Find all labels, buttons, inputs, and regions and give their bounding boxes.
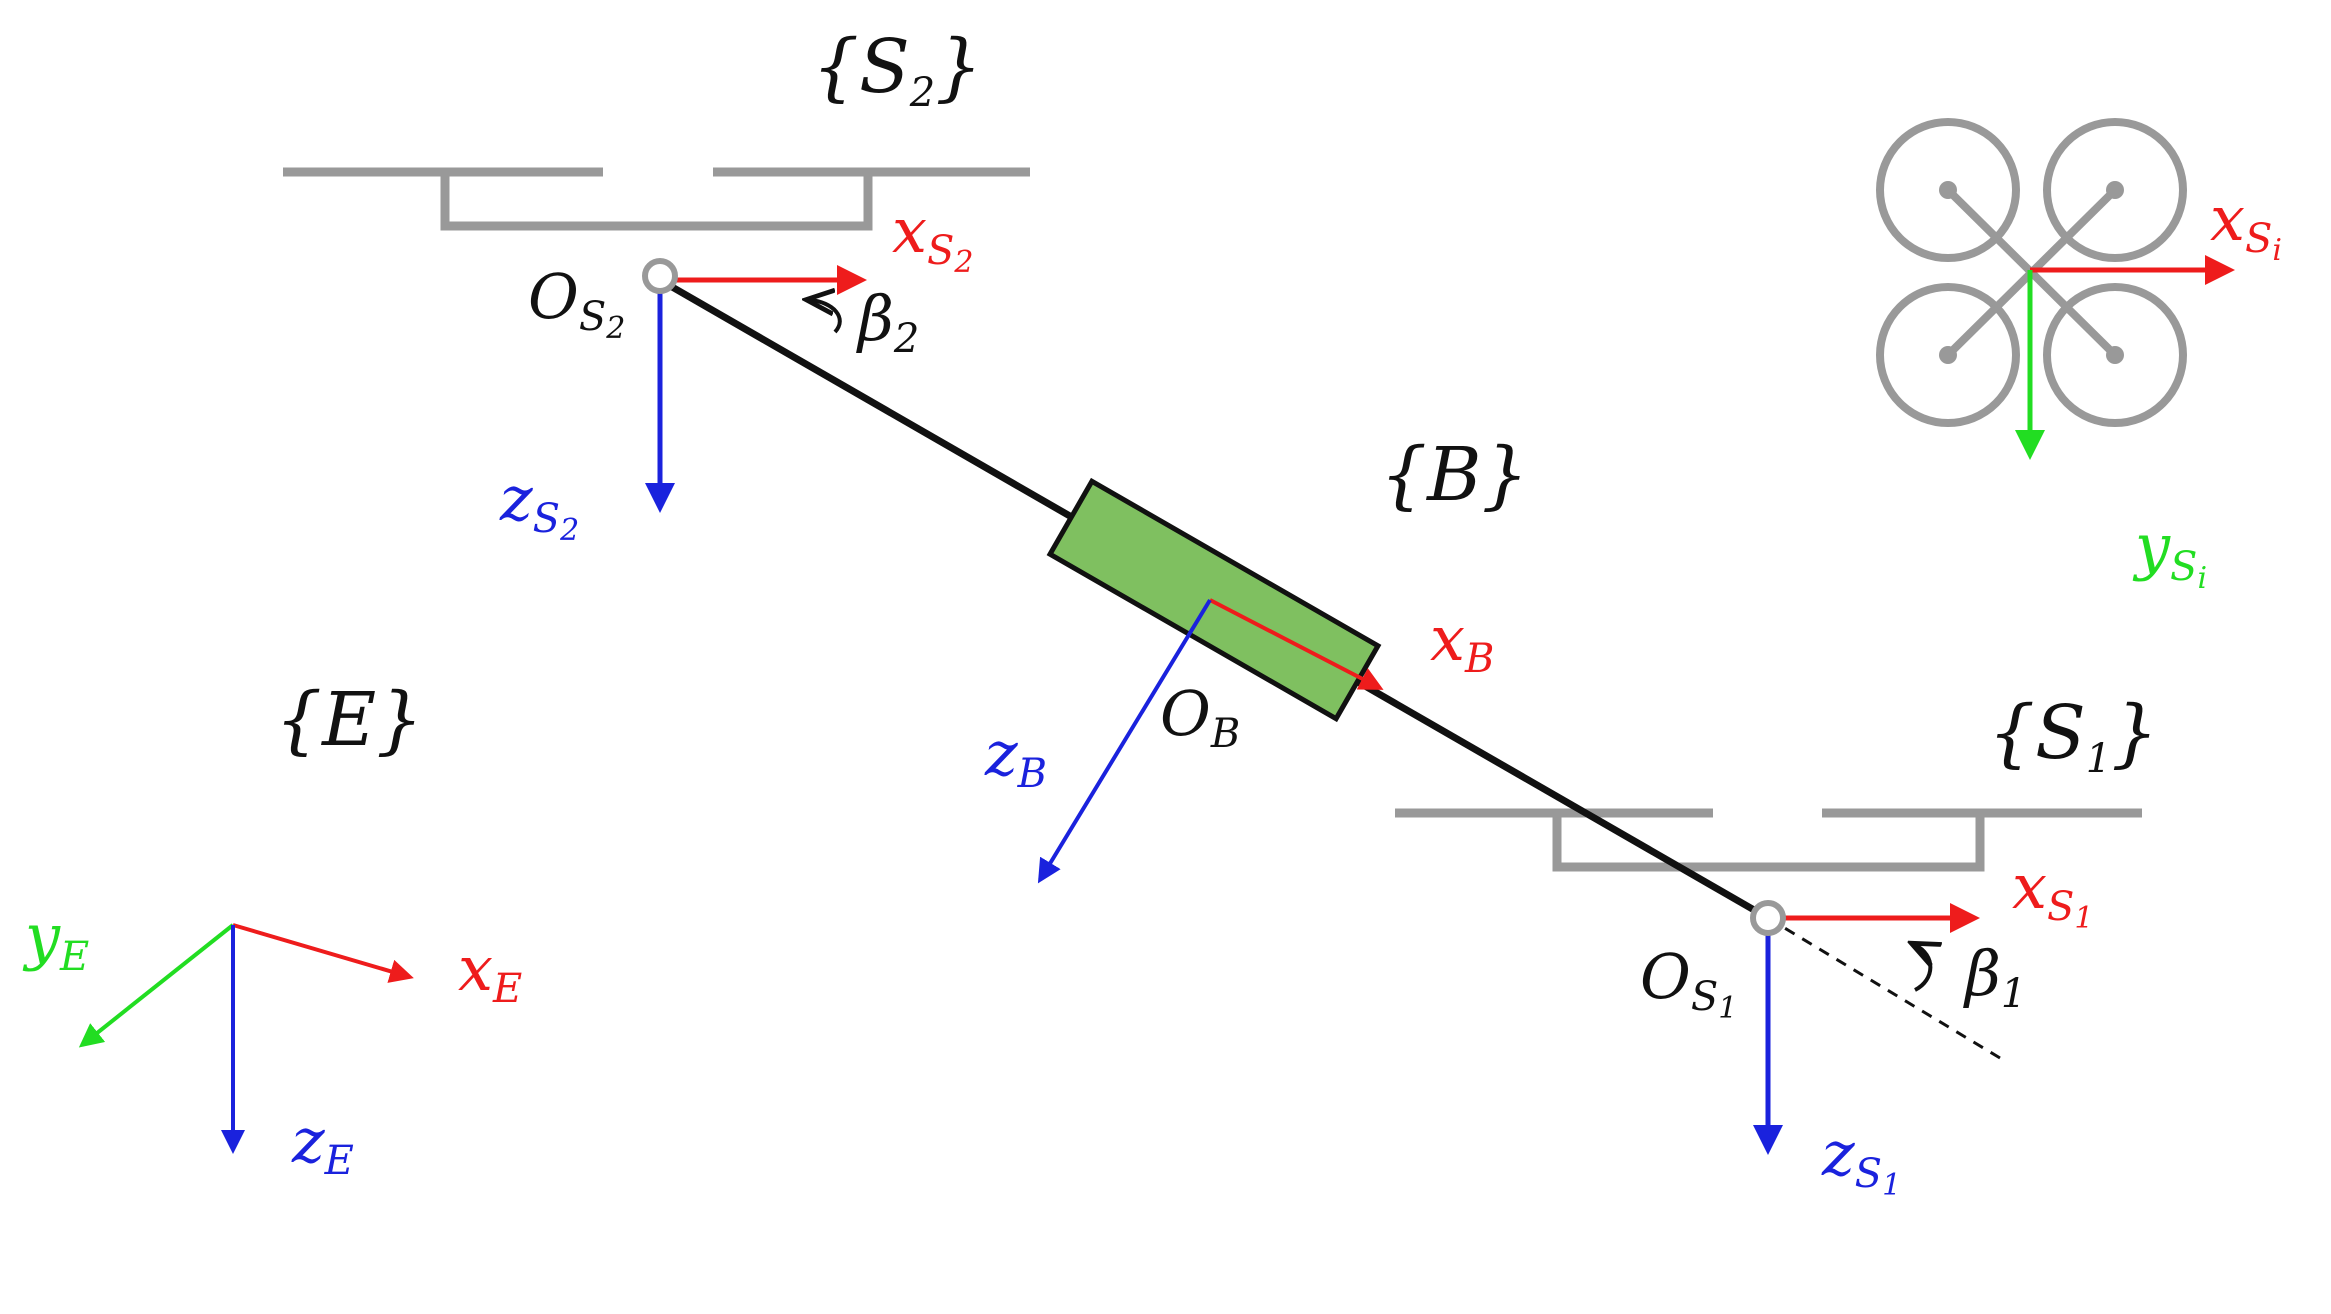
z-s2-label: zS2 (499, 462, 579, 548)
rotation-arrow-icon-beta2 (810, 300, 842, 334)
z-s1-label: zS1 (1821, 1117, 1901, 1203)
y-e-arrow (78, 923, 235, 1048)
quadrotor-icon (1876, 118, 2235, 460)
origin-b-label: OB (1160, 677, 1240, 757)
quadrotor-s1-side-view (1395, 808, 2142, 872)
frame-s2-label: {S2} (812, 24, 982, 116)
frame-s1-label: {S1} (1988, 690, 2158, 782)
body-s2 (440, 172, 873, 231)
frame-b-label: {B} (1380, 432, 1529, 518)
frame-b-axes (1037, 598, 1384, 884)
z-e-label: zE (291, 1104, 354, 1184)
beta2-label: β2 (856, 282, 919, 362)
quadrotor-s2-side-view (283, 167, 1030, 231)
origin-s2-marker (642, 258, 678, 294)
x-si-label: xSi (2210, 182, 2282, 268)
x-b-label: xB (1430, 602, 1494, 682)
x-b-arrow (1209, 598, 1384, 690)
z-b-label: zB (984, 717, 1047, 797)
y-si-label: ySi (2132, 510, 2207, 596)
frame-s2-axes (642, 258, 867, 513)
body-s1 (1552, 813, 1985, 872)
origin-s1-marker (1750, 900, 1786, 936)
x-e-arrow (232, 923, 414, 983)
origin-s1-label: OS1 (1640, 940, 1737, 1026)
origin-s2-label: OS2 (528, 260, 625, 346)
extension-dashed-line (1767, 916, 2001, 1060)
z-b-arrow (1037, 598, 1212, 884)
rotation-arrow-icon-beta1 (1915, 945, 1930, 992)
frame-s1-axes (1750, 900, 2001, 1155)
frame-e-label: {E} (275, 677, 423, 763)
frame-e-axes (78, 923, 414, 1154)
x-e-label: xE (458, 932, 522, 1012)
x-s2-label: xS2 (892, 194, 973, 280)
beta1-label: β1 (1963, 937, 2026, 1017)
y-e-label: yE (22, 900, 89, 980)
x-s1-label: xS1 (2012, 850, 2093, 936)
